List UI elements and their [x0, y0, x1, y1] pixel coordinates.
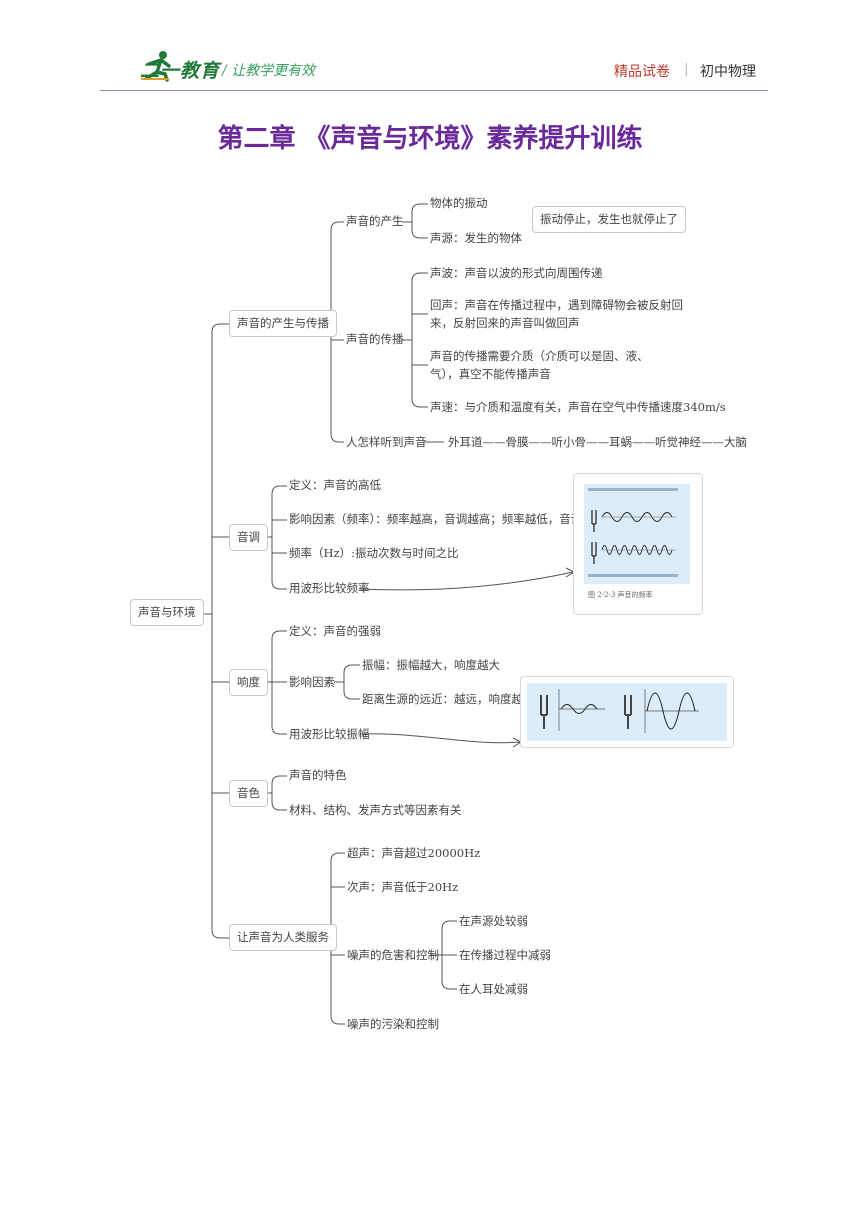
node-timbre-feature: 声音的特色 [289, 768, 347, 782]
slogan: / 让教学更有效 [222, 63, 316, 79]
node-sound-wave: 声波：声音以波的形式向周围传递 [430, 266, 603, 280]
node-sound-source: 声源：发生的物体 [430, 231, 522, 245]
node-medium-2: 气），真空不能传播声音 [430, 367, 551, 381]
page-title: 第二章 《声音与环境》素养提升训练 [217, 124, 643, 154]
note-vibration-stop: 振动停止，发生也就停止了 [532, 206, 686, 233]
node-echo-1: 回声：声音在传播过程中，遇到障碍物会被反射回 [430, 298, 683, 312]
node-in-transmission: 在传播过程中减弱 [459, 948, 551, 962]
amplitude-figure [520, 676, 734, 748]
branch-pitch: 音调 [229, 524, 268, 551]
node-medium-1: 声音的传播需要介质（介质可以是固、液、 [430, 349, 649, 363]
logo-text: 二一教育 [140, 60, 221, 82]
node-at-ear: 在人耳处减弱 [459, 982, 528, 996]
node-noise-pollution: 噪声的污染和控制 [347, 1017, 439, 1031]
node-distance: 距离生源的远近：越远，响度越小 [362, 692, 535, 706]
node-pitch-definition: 定义：声音的高低 [289, 478, 381, 492]
header-rule [100, 90, 768, 91]
branch-service: 让声音为人类服务 [229, 924, 337, 951]
branch-timbre: 音色 [229, 780, 268, 807]
frequency-figure: 图 2-2-3 声音的频率 [573, 473, 703, 615]
node-hearing-path: 外耳道——骨膜——听小骨——耳蜗——听觉神经——大脑 [448, 435, 747, 449]
node-loudness-definition: 定义：声音的强弱 [289, 624, 381, 638]
node-frequency: 频率（Hz）:振动次数与时间之比 [289, 546, 459, 560]
node-infrasound: 次声：声音低于20Hz [347, 880, 459, 894]
amplitude-waves-image [527, 683, 727, 741]
node-timbre-factors: 材料、结构、发声方式等因素有关 [289, 803, 462, 817]
subject-label: 初中物理 [700, 64, 756, 80]
root-node: 声音与环境 [130, 599, 204, 626]
node-sound-generation: 声音的产生 [346, 214, 404, 228]
logo-runner-icon [141, 51, 171, 82]
node-compare-amplitude: 用波形比较振幅 [289, 727, 370, 741]
node-how-hear: 人怎样听到声音 [346, 435, 427, 449]
branch-production: 声音的产生与传播 [229, 310, 337, 337]
node-sound-speed: 声速：与介质和温度有关，声音在空气中传播速度340m/s [430, 400, 726, 414]
node-pitch-factor: 影响因素（频率）：频率越高，音调越高；频率越低，音调越低 [289, 512, 606, 526]
node-ultrasound: 超声：声音超过20000Hz [347, 846, 481, 860]
node-compare-frequency: 用波形比较频率 [289, 581, 370, 595]
header-separator: | [684, 61, 689, 77]
node-echo-2: 来，反射回来的声音叫做回声 [430, 316, 580, 330]
frequency-waves-image [588, 488, 678, 577]
node-noise-control: 噪声的危害和控制 [347, 948, 439, 962]
frequency-figure-caption: 图 2-2-3 声音的频率 [588, 591, 653, 599]
frequency-figure-bg [584, 484, 690, 584]
node-sound-propagation: 声音的传播 [346, 332, 404, 346]
branch-loudness: 响度 [229, 669, 268, 696]
node-amplitude: 振幅：振幅越大，响度越大 [362, 658, 500, 672]
node-loudness-factor: 影响因素 [289, 675, 335, 689]
category-label: 精品试卷 [614, 64, 670, 80]
node-at-source: 在声源处较弱 [459, 914, 528, 928]
node-object-vibration: 物体的振动 [430, 196, 488, 210]
